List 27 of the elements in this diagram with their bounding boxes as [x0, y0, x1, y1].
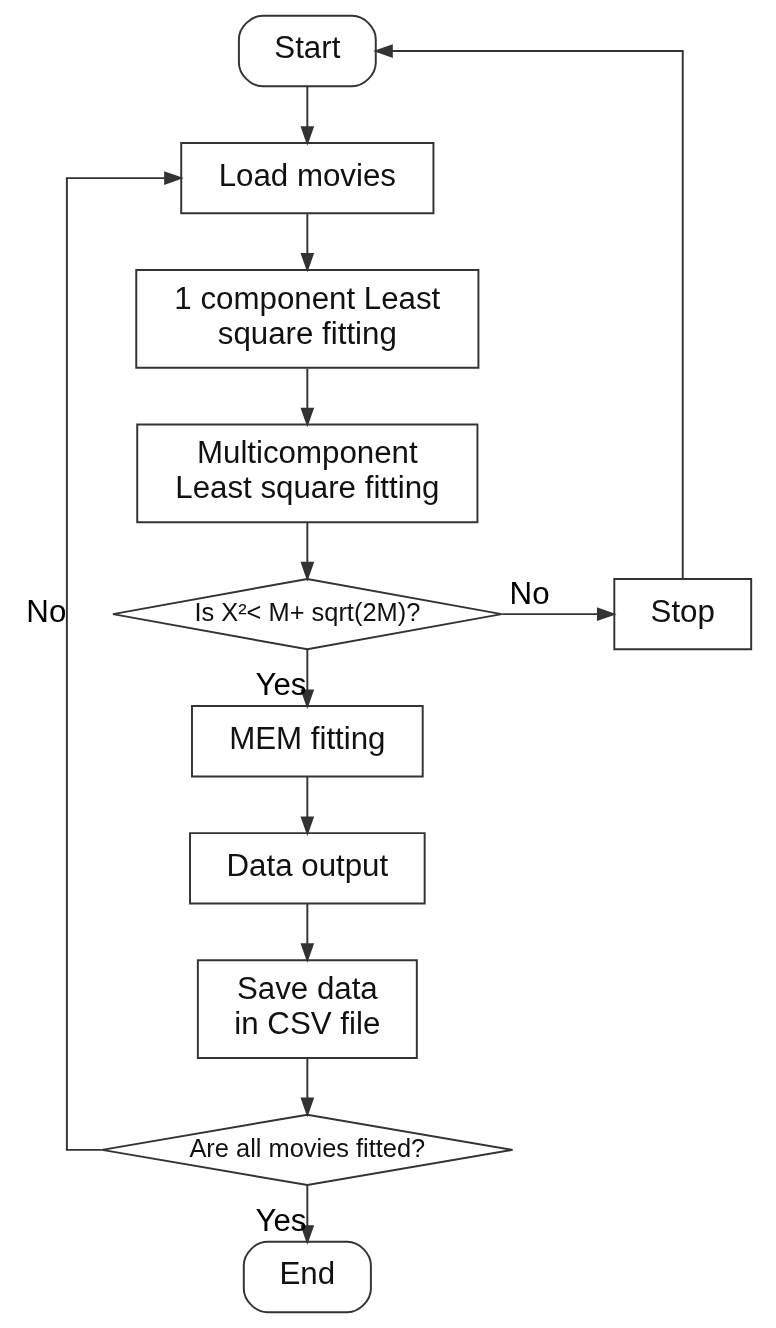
- edge-label: Yes: [254, 1202, 306, 1238]
- node-box: Save data in CSV file: [196, 959, 418, 1059]
- node-box: Load movies: [179, 141, 434, 215]
- edge-label: No: [25, 594, 66, 630]
- arrow: [299, 367, 314, 428]
- arrow: [299, 902, 314, 963]
- arrow: [65, 171, 184, 1151]
- node-diamond: Are all movies fitted?: [100, 1113, 514, 1187]
- arrow: [299, 648, 314, 709]
- arrow: [500, 607, 617, 621]
- edge-label: Yes: [254, 666, 306, 702]
- node-box: Multicomponent Least square fitting: [135, 423, 478, 524]
- arrow: [299, 775, 314, 837]
- arrow: [299, 1184, 314, 1245]
- arrow: [299, 1057, 314, 1118]
- node-box: End: [242, 1240, 372, 1314]
- node-box: MEM fitting: [190, 705, 424, 778]
- arrow: [299, 85, 314, 146]
- node-diamond: Is X²< M+ sqrt(2M)?: [111, 577, 503, 651]
- node-box: Stop: [612, 577, 752, 651]
- arrow: [372, 44, 684, 580]
- arrow: [299, 521, 314, 582]
- arrow: [299, 212, 314, 273]
- edge-label: No: [509, 575, 550, 611]
- node-box: Data output: [188, 832, 426, 905]
- node-box: 1 component Least square fitting: [134, 269, 479, 369]
- node-box: Start: [237, 14, 377, 88]
